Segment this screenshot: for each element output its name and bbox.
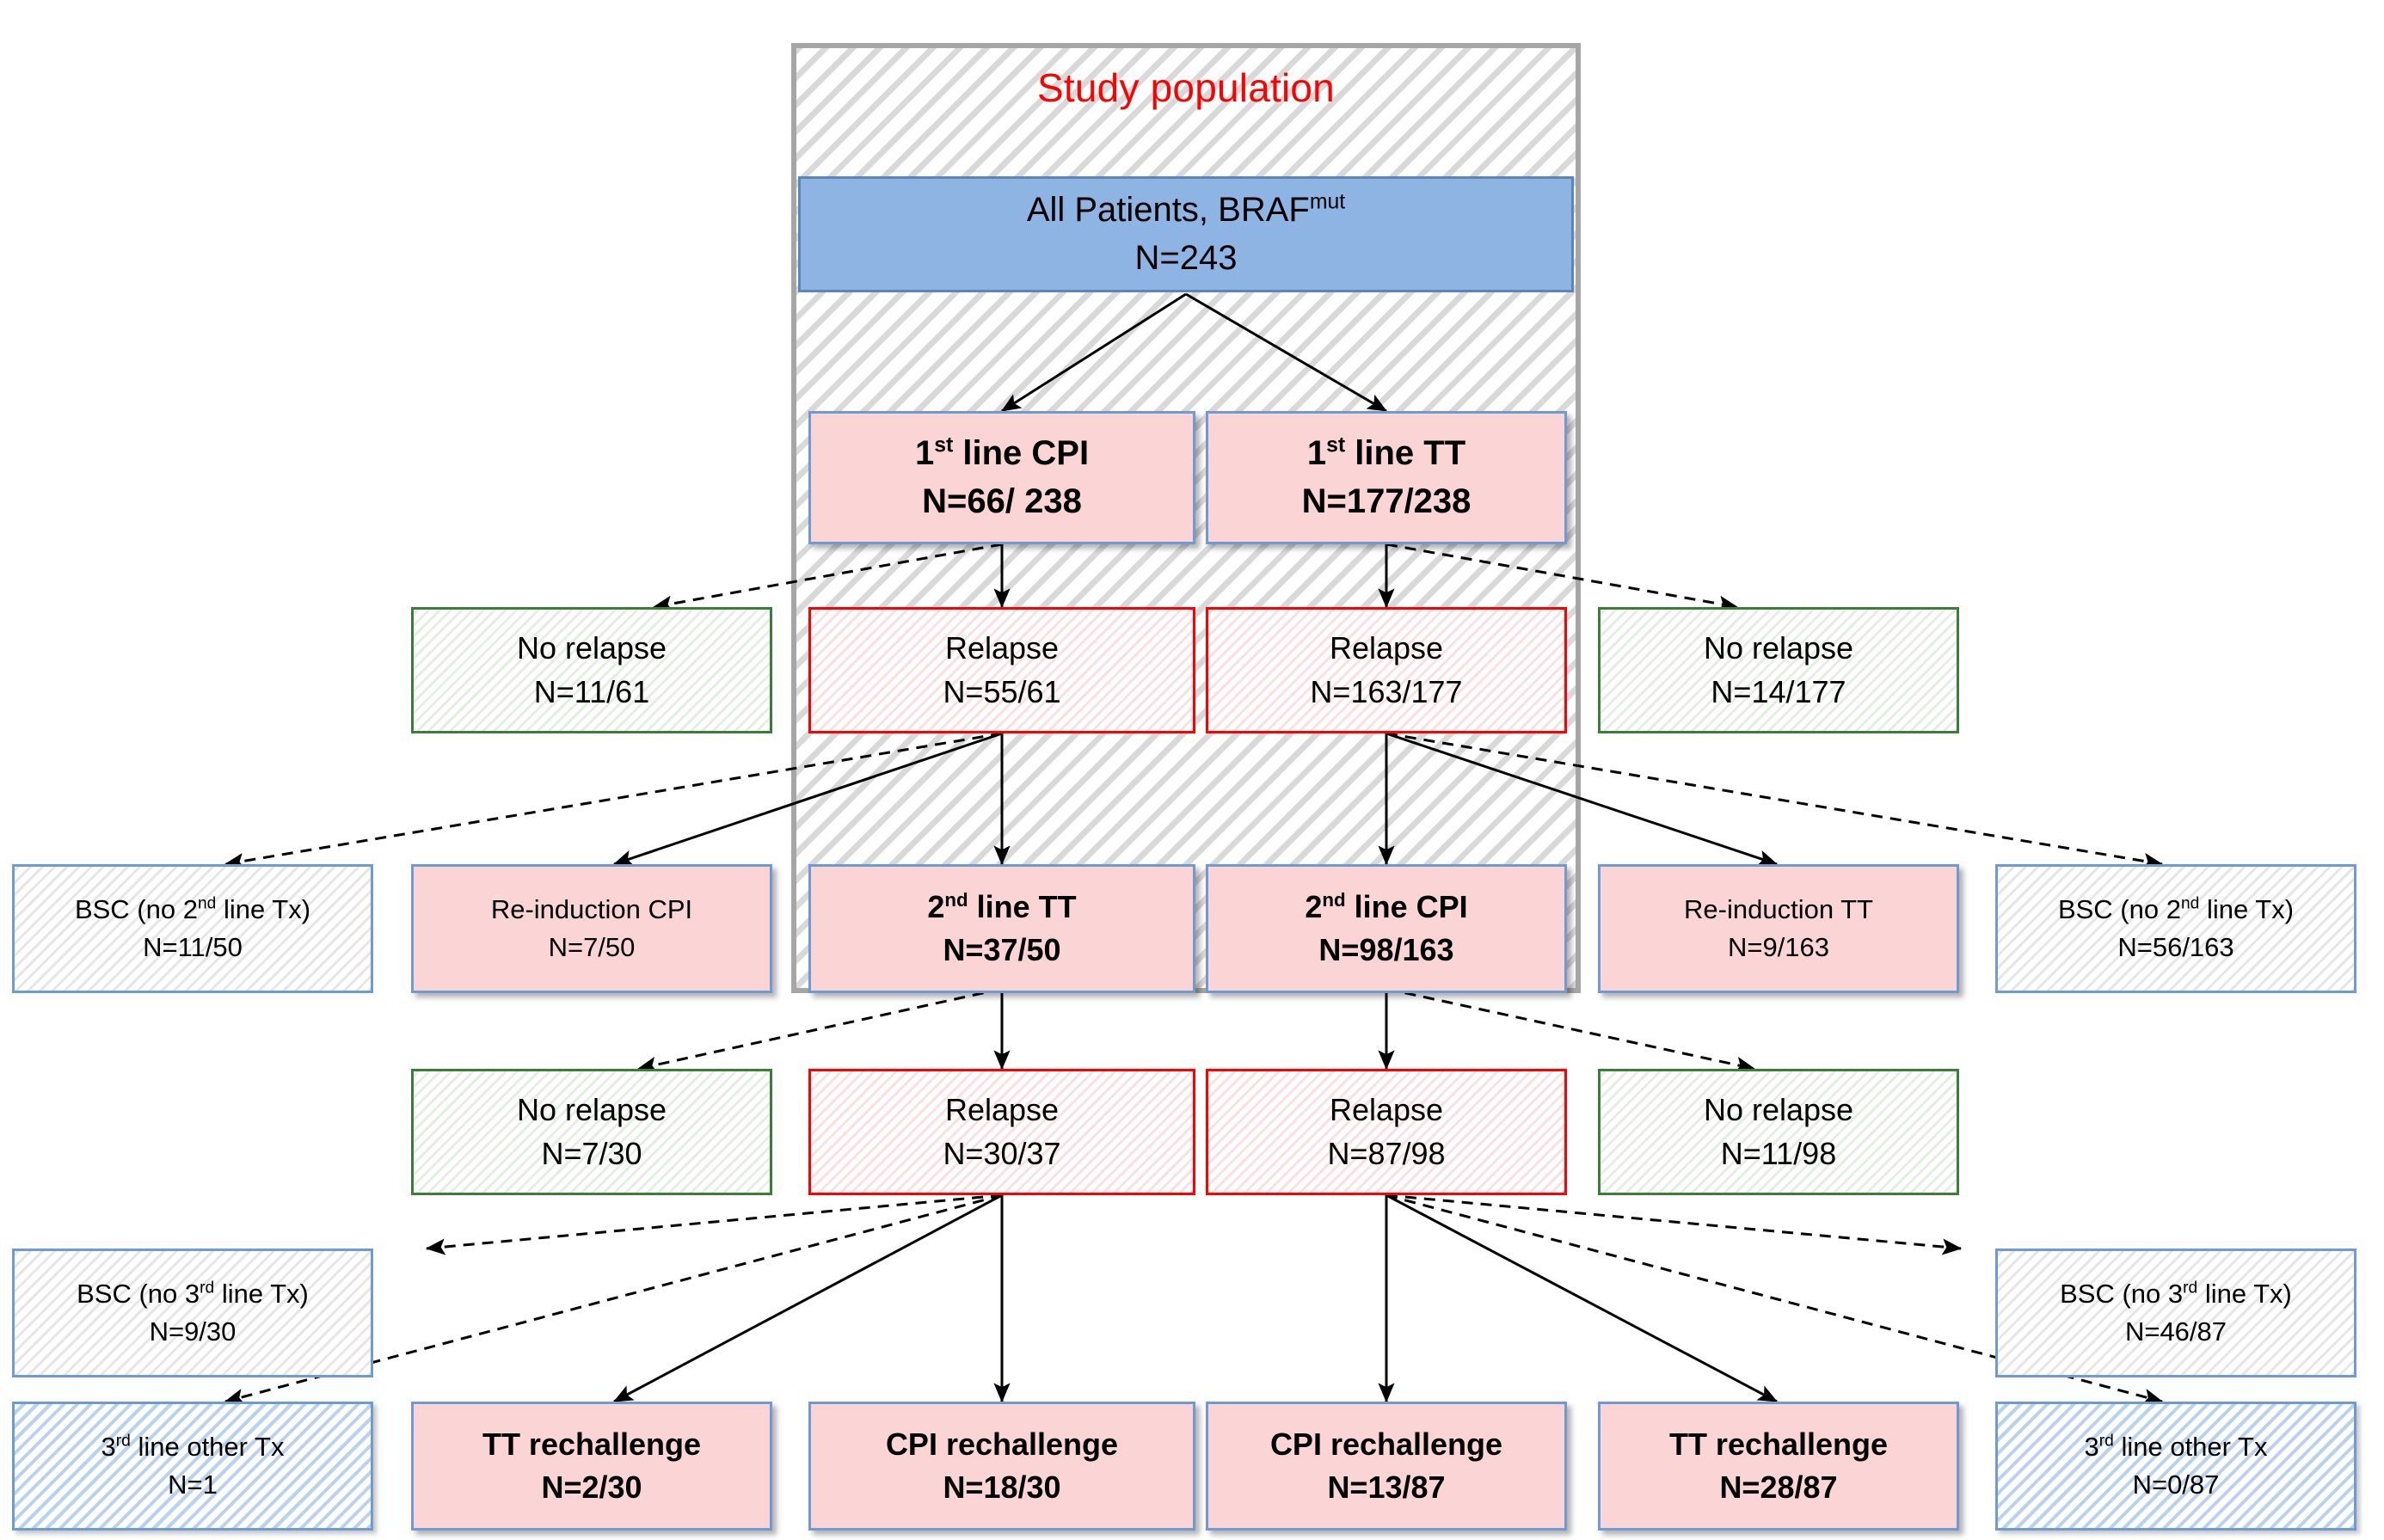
node-tt-rechallenge-right[interactable]: TT rechallenge N=28/87 xyxy=(1598,1402,1959,1531)
node-line1: 3rd line other Tx xyxy=(2084,1432,2268,1463)
node-no-relapse-cpi-1[interactable]: No relapse N=11/61 xyxy=(411,607,772,733)
node-line2: N=37/50 xyxy=(943,932,1061,967)
node-bsc-third-line-right[interactable]: BSC (no 3rd line Tx) N=46/87 xyxy=(1995,1249,2356,1377)
node-line1: 1st line CPI xyxy=(914,433,1090,473)
node-relapse-tt-2[interactable]: Relapse N=30/37 xyxy=(808,1069,1195,1195)
node-cpi-rechallenge-left[interactable]: CPI rechallenge N=18/30 xyxy=(808,1402,1195,1531)
node-line1: Relapse xyxy=(944,630,1060,666)
node-line1: TT rechallenge xyxy=(482,1426,702,1462)
node-line1: No relapse xyxy=(1703,1092,1854,1128)
node-line2: N=243 xyxy=(1134,238,1238,277)
node-line2: N=2/30 xyxy=(541,1469,642,1505)
node-line2: N=98/163 xyxy=(1318,932,1454,967)
node-line1: Relapse xyxy=(1329,1092,1444,1128)
node-no-relapse-tt-1[interactable]: No relapse N=14/177 xyxy=(1598,607,1959,733)
node-line2: N=55/61 xyxy=(943,673,1061,709)
node-line2: N=46/87 xyxy=(2124,1316,2227,1347)
node-line1: 1st line TT xyxy=(1306,433,1466,473)
node-third-line-other-right[interactable]: 3rd line other Tx N=0/87 xyxy=(1995,1402,2356,1531)
node-line1: BSC (no 3rd line Tx) xyxy=(77,1279,309,1310)
superscript-nd: nd xyxy=(944,888,968,911)
superscript-rd: rd xyxy=(115,1433,131,1451)
node-line2: N=28/87 xyxy=(1719,1469,1838,1505)
node-line1: Re-induction CPI xyxy=(490,894,693,925)
node-relapse-tt-1[interactable]: Relapse N=163/177 xyxy=(1206,607,1567,733)
node-line2: N=0/87 xyxy=(2132,1469,2220,1500)
superscript-nd: nd xyxy=(197,895,217,913)
node-line1: Re-induction TT xyxy=(1684,894,1873,925)
superscript-nd: nd xyxy=(2180,895,2200,913)
node-no-relapse-tt-2[interactable]: No relapse N=7/30 xyxy=(411,1069,772,1195)
node-line1: 2nd line TT xyxy=(927,888,1077,924)
node-third-line-other-left[interactable]: 3rd line other Tx N=1 xyxy=(12,1402,373,1531)
node-line1: 3rd line other Tx xyxy=(101,1432,285,1463)
node-line1: CPI rechallenge xyxy=(885,1426,1119,1462)
node-line2: N=7/50 xyxy=(548,932,636,962)
node-line1: All Patients, BRAFmut xyxy=(1026,190,1346,230)
node-line2: N=163/177 xyxy=(1310,673,1463,709)
node-line2: N=9/30 xyxy=(149,1316,237,1347)
superscript-st: st xyxy=(934,433,954,457)
node-line2: N=9/163 xyxy=(1727,932,1830,962)
node-line1: BSC (no 2nd line Tx) xyxy=(2057,894,2295,925)
superscript-rd: rd xyxy=(200,1279,215,1298)
node-line1: No relapse xyxy=(1703,630,1854,666)
node-tt-rechallenge-left[interactable]: TT rechallenge N=2/30 xyxy=(411,1402,772,1531)
superscript-rd: rd xyxy=(2183,1279,2198,1298)
node-re-induction-tt[interactable]: Re-induction TT N=9/163 xyxy=(1598,864,1959,993)
node-line1: BSC (no 3rd line Tx) xyxy=(2060,1279,2292,1310)
node-bsc-third-line-left[interactable]: BSC (no 3rd line Tx) N=9/30 xyxy=(12,1249,373,1377)
node-re-induction-cpi[interactable]: Re-induction CPI N=7/50 xyxy=(411,864,772,993)
node-line1: CPI rechallenge xyxy=(1269,1426,1503,1462)
node-line2: N=87/98 xyxy=(1327,1135,1446,1171)
node-line1: Relapse xyxy=(944,1092,1060,1128)
node-first-line-tt[interactable]: 1st line TT N=177/238 xyxy=(1206,411,1567,544)
node-line2: N=11/98 xyxy=(1720,1135,1837,1171)
node-line2: N=66/ 238 xyxy=(922,482,1082,520)
node-line2: N=14/177 xyxy=(1711,673,1846,709)
node-line2: N=18/30 xyxy=(943,1469,1061,1505)
node-line2: N=11/61 xyxy=(533,673,650,709)
superscript-rd: rd xyxy=(2098,1433,2114,1451)
node-relapse-cpi-2[interactable]: Relapse N=87/98 xyxy=(1206,1069,1567,1195)
superscript-mut: mut xyxy=(1309,190,1346,214)
node-line2: N=7/30 xyxy=(541,1135,642,1171)
node-line2: N=11/50 xyxy=(143,932,243,962)
superscript-nd: nd xyxy=(1322,888,1346,911)
node-second-line-tt[interactable]: 2nd line TT N=37/50 xyxy=(808,864,1195,993)
node-second-line-cpi[interactable]: 2nd line CPI N=98/163 xyxy=(1206,864,1567,993)
node-all-patients[interactable]: All Patients, BRAFmut N=243 xyxy=(798,176,1574,292)
node-line2: N=56/163 xyxy=(2117,932,2234,962)
node-line1: BSC (no 2nd line Tx) xyxy=(74,894,311,925)
node-first-line-cpi[interactable]: 1st line CPI N=66/ 238 xyxy=(808,411,1195,544)
node-bsc-second-line-right[interactable]: BSC (no 2nd line Tx) N=56/163 xyxy=(1995,864,2356,993)
superscript-st: st xyxy=(1326,433,1346,457)
node-no-relapse-cpi-2[interactable]: No relapse N=11/98 xyxy=(1598,1069,1959,1195)
node-line1: No relapse xyxy=(516,1092,667,1128)
node-line1: TT rechallenge xyxy=(1668,1426,1889,1462)
node-line1: No relapse xyxy=(516,630,667,666)
node-line1: Relapse xyxy=(1329,630,1444,666)
node-line2: N=177/238 xyxy=(1301,482,1472,520)
node-line2: N=13/87 xyxy=(1327,1469,1446,1505)
node-relapse-cpi-1[interactable]: Relapse N=55/61 xyxy=(808,607,1195,733)
node-line1: 2nd line CPI xyxy=(1305,888,1468,924)
node-cpi-rechallenge-right[interactable]: CPI rechallenge N=13/87 xyxy=(1206,1402,1567,1531)
node-line2: N=1 xyxy=(168,1469,218,1500)
node-line2: N=30/37 xyxy=(943,1135,1061,1171)
node-bsc-second-line-left[interactable]: BSC (no 2nd line Tx) N=11/50 xyxy=(12,864,373,993)
